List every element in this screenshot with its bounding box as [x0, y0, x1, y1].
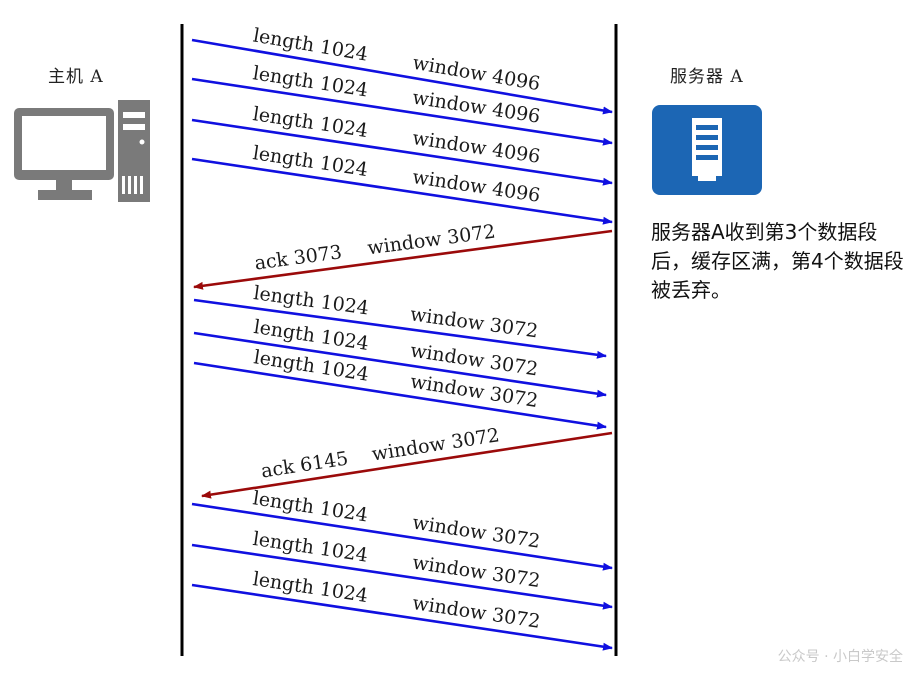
data-segment-arrow: [193, 331, 607, 398]
host-a-label: 主机 A: [48, 67, 104, 87]
data-segment-arrow: [191, 157, 613, 225]
buffer-full-note: 服务器A收到第3个数据段后，缓存区满，第4个数据段被丢弃。: [651, 220, 904, 302]
server-a-label: 服务器 A: [670, 67, 744, 87]
server-icon: [652, 105, 762, 195]
data-segment-arrow: [191, 502, 613, 571]
data-segment-arrow: [191, 583, 613, 651]
data-segment-arrow: [191, 543, 613, 610]
ack-number-label: ack 6145: [260, 448, 350, 483]
segment-length-label: length 1024: [251, 142, 369, 181]
segment-length-label: length 1024: [251, 487, 369, 526]
data-segment-arrow: [191, 38, 613, 115]
host-computer-icon: [14, 100, 150, 202]
watermark: 公众号 · 小白学安全: [777, 649, 903, 665]
segment-length-label: length 1024: [251, 568, 369, 607]
segment-length-label: length 1024: [251, 528, 369, 567]
ack-arrow: [193, 229, 613, 290]
ack-arrow: [201, 431, 613, 499]
segment-length-label: length 1024: [252, 282, 370, 319]
window-size-label: window 3072: [366, 221, 497, 260]
window-size-label: window 3072: [409, 303, 540, 342]
data-segment-arrow: [193, 298, 607, 359]
data-segment-arrow: [191, 118, 613, 186]
data-segment-arrow: [193, 361, 607, 430]
data-segment-arrow: [191, 77, 613, 146]
segment-length-label: length 1024: [251, 103, 369, 142]
